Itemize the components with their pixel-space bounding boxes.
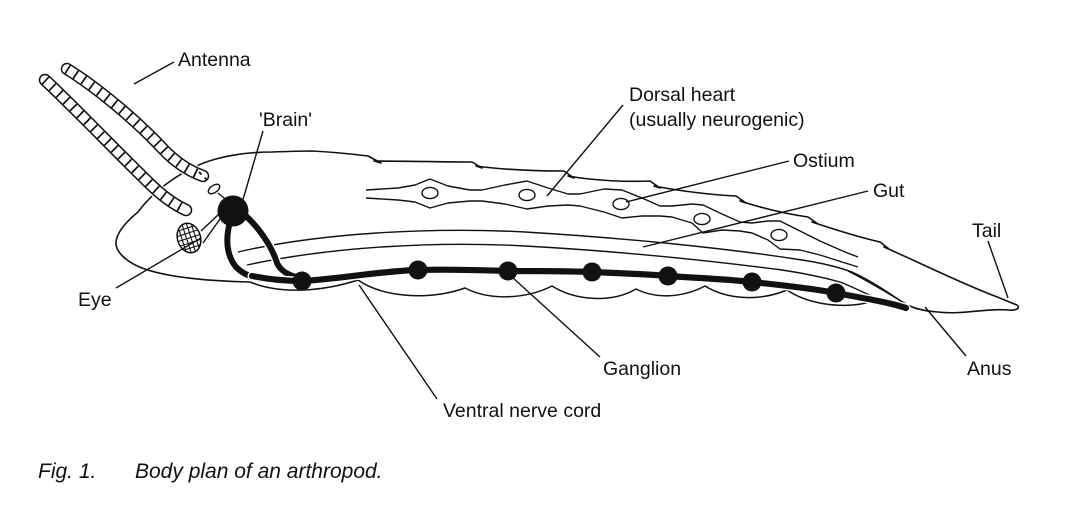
ganglion-dot-2 <box>408 260 428 280</box>
brain-dot <box>217 195 249 227</box>
caption-text: Body plan of an arthropod. <box>135 460 383 483</box>
body-outline <box>115 150 1020 314</box>
leader-lines <box>115 61 1009 400</box>
label-eye: Eye <box>78 289 112 311</box>
eye-crosshatch <box>177 223 201 253</box>
leader-anus <box>924 306 967 357</box>
head-outline <box>115 211 251 283</box>
ganglion-dot-1 <box>292 271 312 291</box>
ganglion-dot-3 <box>498 261 518 281</box>
label-ostium: Ostium <box>793 150 855 172</box>
label-tail: Tail <box>972 220 1001 242</box>
ganglion-dot-4 <box>582 262 602 282</box>
ventral-scallops <box>249 279 890 308</box>
label-ventral-nerve-cord: Ventral nerve cord <box>443 400 601 422</box>
gut-lower-line <box>246 243 897 309</box>
leader-ganglion <box>511 276 601 358</box>
connective-right <box>243 213 299 280</box>
label-dorsal-heart-line1: Dorsal heart <box>629 84 736 106</box>
antenna-1 <box>59 61 211 184</box>
ostium-circle-2 <box>518 188 536 202</box>
ostium-circle-5 <box>770 228 788 242</box>
eye-group <box>176 213 221 254</box>
label-ganglion: Ganglion <box>603 358 681 380</box>
ostium-circle-4 <box>693 212 711 226</box>
leader-ostium <box>625 160 790 203</box>
leader-gut <box>642 190 869 248</box>
leader-brain <box>241 130 264 204</box>
ostium-circle-3 <box>612 197 630 211</box>
label-gut: Gut <box>873 180 905 202</box>
label-antenna: Antenna <box>178 49 251 71</box>
body-top-outline <box>137 150 1018 306</box>
leader-antenna <box>133 61 175 85</box>
leader-eye <box>115 237 202 289</box>
heart-tube <box>365 178 859 268</box>
leader-tail <box>987 240 1009 299</box>
ganglion-dot-6 <box>742 272 762 292</box>
label-anus: Anus <box>967 358 1012 380</box>
tail-underside <box>907 304 1020 314</box>
central-nervous-system <box>217 195 911 313</box>
heart-upper-line <box>365 178 859 258</box>
ostium-circle-1 <box>421 186 439 200</box>
heart-lower-line <box>365 197 859 268</box>
gut-lines <box>237 229 906 309</box>
antenna-2 <box>37 72 194 218</box>
antennal-nerve-dashed <box>198 171 211 184</box>
diagram-labels: Antenna 'Brain' Dorsal heart (usually ne… <box>78 49 1012 422</box>
leader-dorsal-heart <box>546 104 624 197</box>
antennal-nerve-ellipse <box>207 183 221 195</box>
caption-fig-label: Fig. 1. <box>38 460 96 483</box>
ganglion-dot-7 <box>826 283 846 303</box>
ganglion-dot-5 <box>658 266 678 286</box>
label-dorsal-heart-line2: (usually neurogenic) <box>629 109 805 131</box>
label-brain: 'Brain' <box>259 109 312 131</box>
optic-nerve <box>200 213 221 244</box>
gut-upper-line <box>237 229 906 305</box>
figure-caption: Fig. 1. Body plan of an arthropod. <box>38 460 383 483</box>
antennae <box>37 61 230 218</box>
leader-ventral-nerve-cord <box>358 284 438 400</box>
